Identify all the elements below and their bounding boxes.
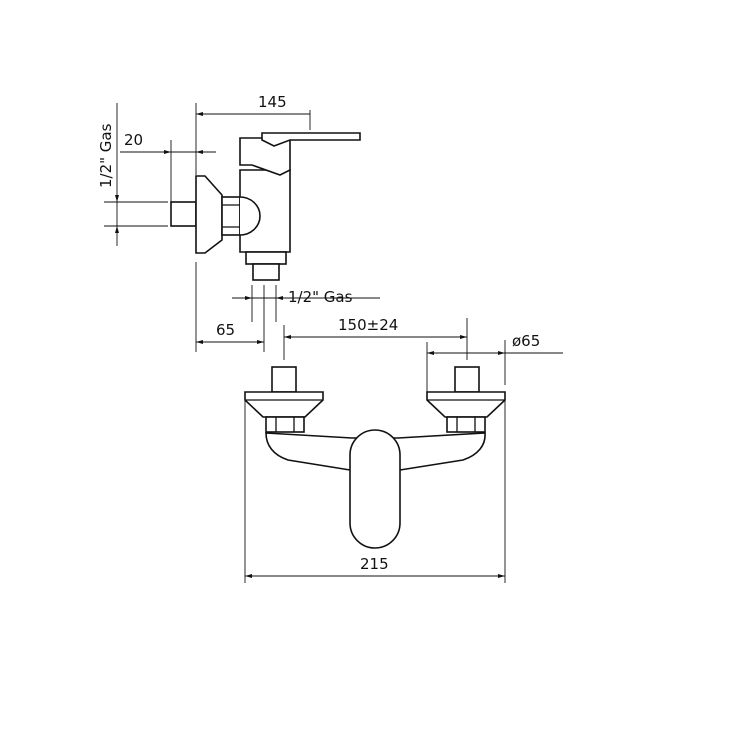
dimension-20-label: 20 [124, 131, 143, 149]
dimension-outlet-thread [232, 285, 380, 352]
outlet-nut [245, 251, 287, 265]
right-nut [446, 416, 486, 433]
side-view: 145 20 1/2" Gas 1/2" Gas [97, 93, 380, 352]
inlet-pipe [170, 201, 197, 227]
dimension-diameter-65 [426, 340, 563, 392]
dimension-inlet-thread [104, 103, 168, 246]
dimension-145 [196, 112, 310, 116]
right-inlet-pipe [454, 366, 480, 393]
outlet-thread-label: 1/2" Gas [288, 288, 353, 306]
dimension-65-label: 65 [216, 321, 235, 339]
dome [239, 196, 261, 236]
front-view: 150±24 ø65 215 [244, 316, 563, 583]
nut [221, 196, 241, 236]
lever-handle-front [349, 429, 401, 549]
wall-rosette [195, 175, 223, 254]
outlet-thread [252, 263, 280, 281]
lever-handle [261, 132, 361, 147]
left-inlet-pipe [271, 366, 297, 393]
inlet-thread-label: 1/2" Gas [97, 123, 115, 188]
dimension-65 [196, 340, 264, 344]
dimension-215-label: 215 [360, 555, 389, 573]
left-rosette [244, 391, 324, 418]
diameter-65-label: ø65 [512, 332, 540, 350]
dimension-150-label: 150±24 [338, 316, 398, 334]
dimension-215 [245, 574, 505, 578]
left-nut [265, 416, 305, 433]
right-rosette [426, 391, 506, 418]
dimension-20 [120, 150, 216, 154]
dimension-145-label: 145 [258, 93, 287, 111]
